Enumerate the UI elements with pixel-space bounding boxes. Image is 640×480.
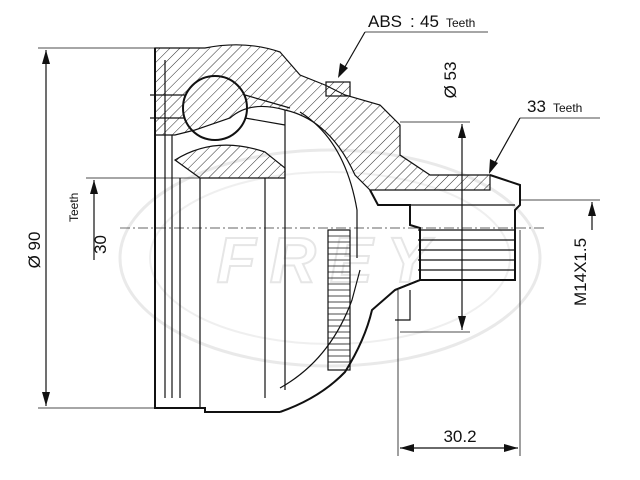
abs-colon: : [410, 12, 415, 31]
outer-teeth-unit: Teeth [553, 101, 582, 115]
ball-bearing [182, 75, 248, 141]
abs-ring-teeth [325, 81, 351, 371]
dim-thread: M14X1.5 [520, 199, 600, 306]
inner-teeth-unit: Teeth [67, 193, 81, 222]
outer-teeth-value: 33 [527, 97, 546, 116]
abs-prefix: ABS [368, 12, 402, 31]
d90-label: Ø 90 [25, 232, 44, 269]
abs-value: 45 [420, 12, 439, 31]
joint-housing [150, 44, 521, 413]
frey-watermark: FREY [118, 148, 542, 368]
abs-teeth-callout: ABS : 45 Teeth [338, 12, 488, 78]
dim-diameter-53: Ø 53 [400, 62, 470, 333]
dim-inner-teeth: 30 Teeth [67, 177, 200, 260]
abs-unit: Teeth [446, 16, 475, 30]
dim-diameter-90: Ø 90 [25, 47, 155, 409]
frey-watermark-text: FREY [217, 224, 444, 296]
inner-teeth-value: 30 [91, 235, 110, 254]
d53-label: Ø 53 [441, 62, 460, 99]
dim-length: 30.2 [397, 230, 521, 456]
length-label: 30.2 [443, 427, 476, 446]
thread-label: M14X1.5 [571, 238, 590, 306]
outer-teeth-callout: 33 Teeth [489, 97, 600, 174]
